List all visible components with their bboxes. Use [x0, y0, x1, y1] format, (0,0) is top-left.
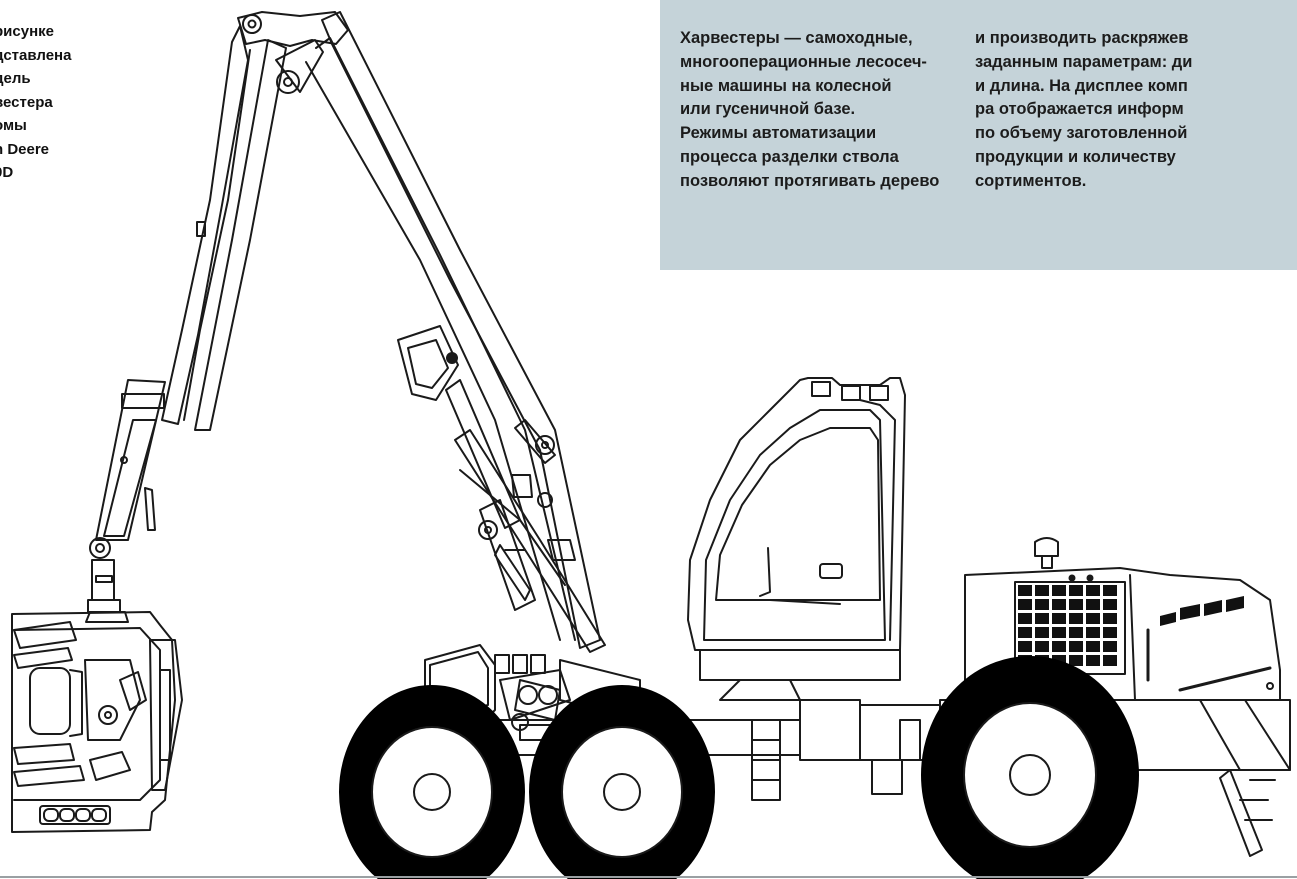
description-column-1: Харвестеры — самоходные, многооперационн… [680, 27, 939, 194]
text-line: по объему заготовленной [975, 124, 1188, 143]
text-line: и производить раскряжев [975, 29, 1189, 47]
caption-line: омы [0, 117, 27, 134]
wheels [339, 656, 1139, 879]
caption-line: рисунке [0, 23, 54, 40]
text-line: ные машины на колесной [680, 76, 892, 95]
description-box: Харвестеры — самоходные, многооперационн… [660, 0, 1297, 270]
engine-grille [1014, 581, 1244, 675]
harvester-head [11, 537, 183, 833]
caption-line: дставлена [0, 46, 72, 64]
text-line: или гусеничной базе. [680, 100, 856, 119]
text-line: и длина. На дисплее комп [975, 76, 1188, 95]
text-line: Харвестеры — самоходные, [680, 29, 913, 47]
ground-line [0, 876, 1297, 878]
caption-line: дель [0, 70, 31, 87]
grille-cells [1018, 585, 1244, 666]
text-line: Режимы автоматизации [680, 124, 877, 143]
caption-line: вестера [0, 93, 53, 111]
text-line: продукции и количеству [975, 147, 1176, 166]
caption-line: 0D [0, 164, 14, 181]
text-line: ра отображается информ [975, 100, 1184, 119]
operator-cab [687, 377, 906, 701]
text-line: сортиментов. [975, 171, 1087, 190]
caption-line: n Deere [0, 140, 50, 158]
text-line: процесса разделки ствола [680, 147, 899, 166]
description-column-2: и производить раскряжев заданным парамет… [975, 27, 1192, 194]
figure-caption: рисунке дставлена дель вестера омы n Dee… [0, 20, 140, 185]
text-line: позволяют протягивать дерево [680, 171, 940, 190]
text-line: заданным параметрам: ди [975, 52, 1193, 71]
boom-arm [95, 11, 606, 653]
text-line: многооперационные лесосеч- [680, 52, 927, 71]
